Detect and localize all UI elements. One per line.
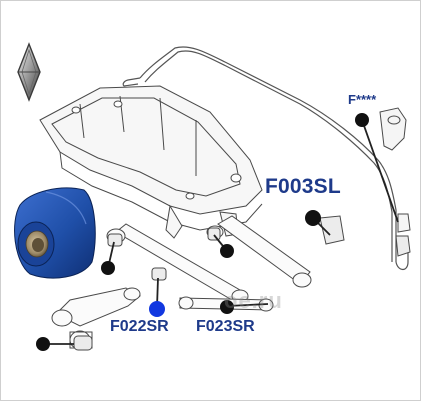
stabilizer-end-link xyxy=(379,107,411,233)
marker-part-023[interactable] xyxy=(220,300,234,314)
part-label-star: F**** xyxy=(348,92,377,107)
part-label-f022sr: F022SR xyxy=(110,318,169,335)
marker-bushing-lower[interactable] xyxy=(36,337,50,351)
small-bushings xyxy=(73,215,411,351)
large-bushing-image xyxy=(14,187,96,279)
part-label-f003sl: F003SL xyxy=(265,175,341,198)
part-label-f023sr: F023SR xyxy=(196,318,255,335)
marker-part-sl[interactable] xyxy=(305,210,321,226)
marker-part-star[interactable] xyxy=(355,113,369,127)
marker-part-022[interactable] xyxy=(149,301,165,317)
watermark: oe.ru xyxy=(224,288,283,313)
marker-bushing-upper[interactable] xyxy=(220,244,234,258)
subframe xyxy=(39,85,263,239)
diamond-logo-icon xyxy=(17,42,41,102)
marker-bushing-left[interactable] xyxy=(101,261,115,275)
